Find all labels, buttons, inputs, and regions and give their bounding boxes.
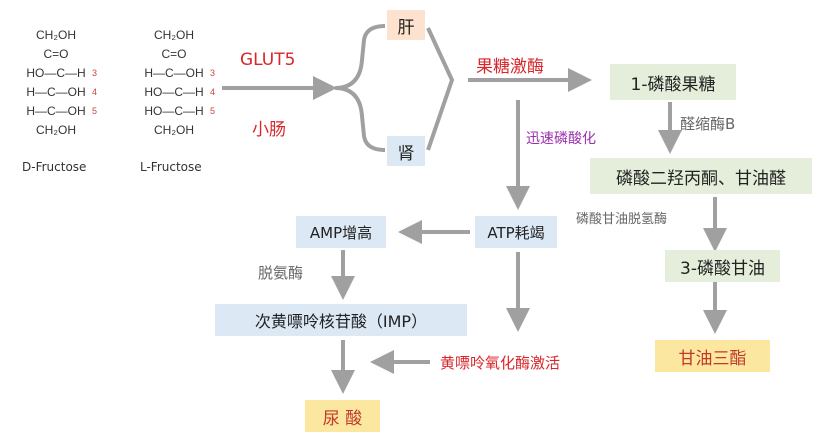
chem-row: HO—C—H bbox=[26, 66, 86, 80]
chem-row: H—C—OH bbox=[144, 66, 204, 80]
chem-row: HO—C—H bbox=[144, 85, 204, 99]
g3p-dehydrogenase-label: 磷酸甘油脱氢酶 bbox=[576, 212, 668, 227]
glut5-label: GLUT5 bbox=[240, 50, 296, 70]
chem-row: CH₂OH bbox=[154, 123, 194, 137]
l-fructose-structure: CH₂OH C=O H—C—OH 3 HO—C—H 4 HO—C—H 5 CH₂OH bbox=[138, 26, 222, 140]
chem-row: C=O bbox=[161, 47, 187, 61]
d-fructose-label: D-Fructose bbox=[22, 160, 87, 174]
chem-row: CH₂OH bbox=[36, 123, 76, 137]
chem-row: HO—C—H bbox=[144, 104, 204, 118]
imp-box: 次黄嘌呤核苷酸（IMP） bbox=[215, 304, 467, 336]
d-fructose-structure: CH₂OH C=O HO—C—H 3 H—C—OH 4 H—C—OH 5 CH₂OH bbox=[20, 26, 104, 140]
chem-row: CH₂OH bbox=[36, 28, 76, 42]
f1p-box: 1-磷酸果糖 bbox=[610, 64, 736, 100]
g3p-box: 3-磷酸甘油 bbox=[665, 250, 780, 282]
brace-lower bbox=[334, 86, 386, 152]
carbon-number: 4 bbox=[92, 87, 98, 97]
amp-box: AMP增高 bbox=[296, 216, 386, 248]
carbon-number: 4 bbox=[210, 87, 216, 97]
carbon-number: 5 bbox=[92, 106, 98, 116]
chem-row: H—C—OH bbox=[26, 85, 86, 99]
converge-lines bbox=[426, 27, 455, 151]
l-fructose-label: L-Fructose bbox=[140, 160, 202, 174]
brace-upper bbox=[334, 24, 386, 90]
carbon-number: 3 bbox=[92, 68, 98, 78]
atp-box: ATP耗竭 bbox=[475, 216, 557, 248]
xanthine-oxidase-label: 黄嘌呤氧化酶激活 bbox=[440, 354, 561, 372]
deaminase-label: 脱氨酶 bbox=[258, 264, 304, 282]
uric-acid-box: 尿 酸 bbox=[305, 400, 380, 432]
chem-row: CH₂OH bbox=[154, 28, 194, 42]
chem-row: H—C—OH bbox=[26, 104, 86, 118]
carbon-number: 5 bbox=[210, 106, 216, 116]
aldolase-b-label: 醛缩酶B bbox=[680, 115, 736, 133]
kidney-box: 肾 bbox=[387, 136, 425, 166]
fructokinase-label: 果糖激酶 bbox=[476, 57, 544, 77]
rapid-phosphorylation-label: 迅速磷酸化 bbox=[526, 131, 596, 147]
dhap-box: 磷酸二羟丙酮、甘油醛 bbox=[590, 158, 812, 194]
intestine-label: 小肠 bbox=[252, 120, 286, 140]
triglyceride-box: 甘油三酯 bbox=[655, 340, 770, 372]
carbon-number: 3 bbox=[210, 68, 216, 78]
liver-box: 肝 bbox=[387, 10, 425, 40]
chem-row: C=O bbox=[43, 47, 69, 61]
